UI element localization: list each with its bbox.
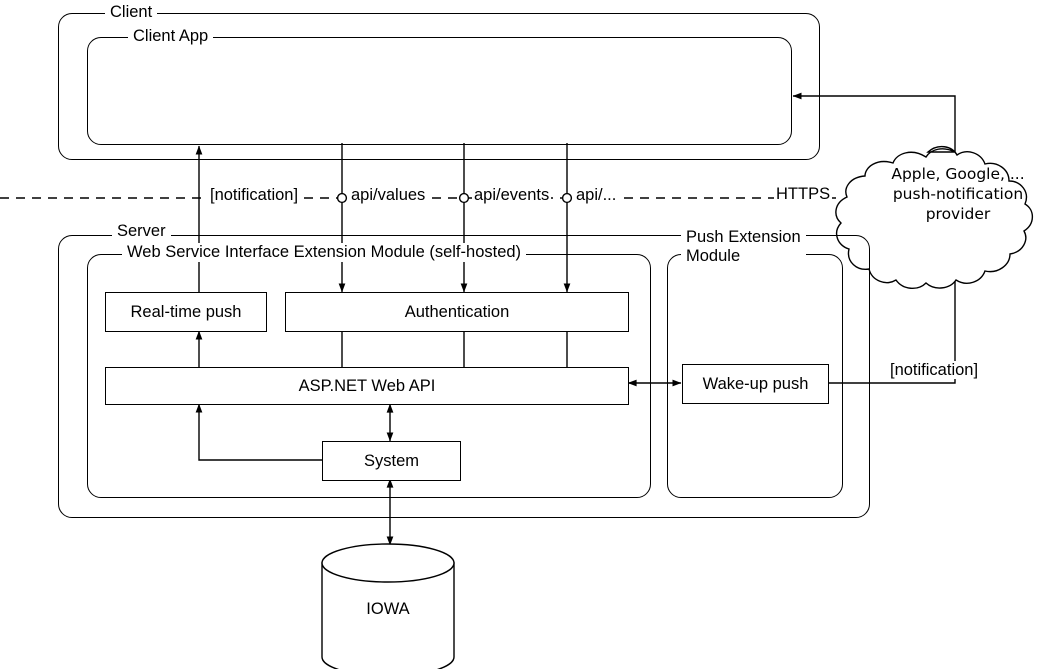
group-client-app — [87, 37, 792, 145]
node-database-label: IOWA — [366, 600, 410, 618]
edge-label-api-values: api/values — [349, 186, 428, 204]
edge-system-to-api — [195, 403, 322, 461]
node-realtime-push[interactable]: Real-time push — [105, 292, 267, 332]
node-system[interactable]: System — [322, 441, 461, 481]
edge-label-api-events: api/events — [472, 186, 552, 204]
api-events-port — [458, 192, 470, 204]
group-server-label: Server — [112, 222, 171, 241]
group-client-app-label: Client App — [128, 27, 214, 46]
group-client-label: Client — [105, 3, 158, 22]
node-aspnet-web-api[interactable]: ASP.NET Web API — [105, 367, 629, 405]
api-values-port — [336, 192, 348, 204]
push-provider-cloud-label: Apple, Google, ... push-notification pro… — [891, 165, 1025, 223]
edge-label-https: HTTPS — [774, 185, 833, 203]
database-cylinder-shape — [321, 543, 455, 669]
edge-cloud-clientapp — [792, 92, 956, 160]
api-other-port — [561, 192, 573, 204]
push-provider-cloud-shape — [835, 145, 1034, 289]
group-push-extension-module-label: Push Extension Module — [681, 228, 806, 266]
group-server — [58, 235, 870, 518]
node-authentication[interactable]: Authentication — [285, 292, 629, 332]
edge-label-notification-client: [notification] — [208, 186, 301, 204]
group-client — [58, 13, 820, 160]
edge-label-notification-push: [notification] — [888, 361, 981, 379]
node-wakeup-push[interactable]: Wake-up push — [682, 364, 829, 404]
group-web-service-module-label: Web Service Interface Extension Module (… — [122, 243, 527, 262]
edge-label-api-other: api/... — [574, 186, 619, 204]
